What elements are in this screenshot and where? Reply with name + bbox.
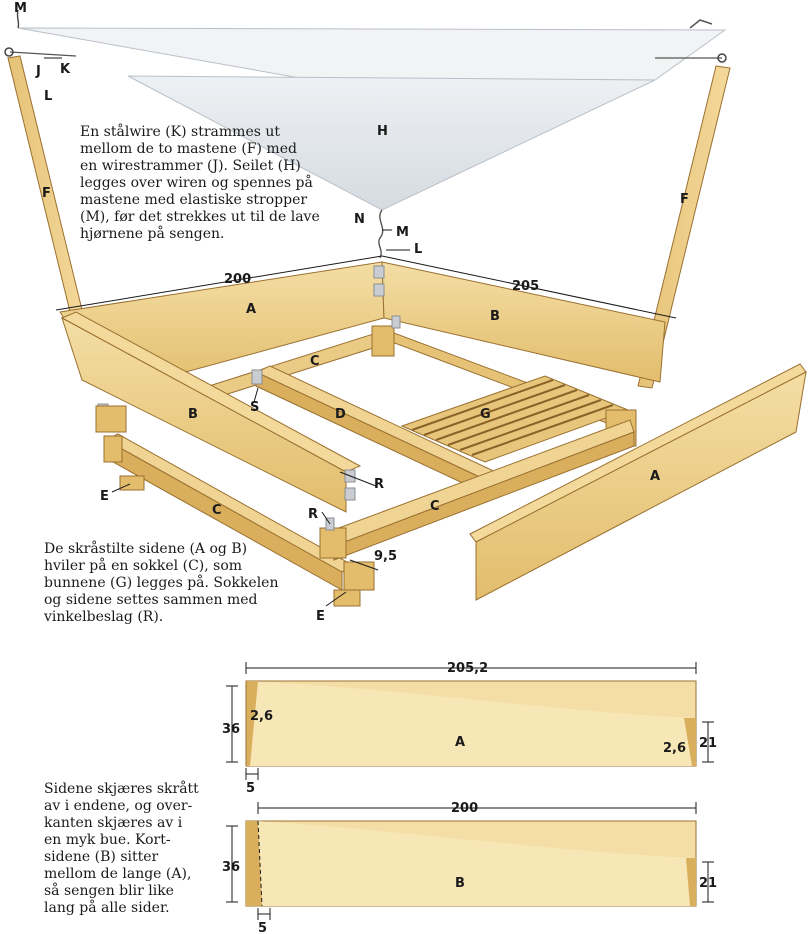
label-l-mid: L (414, 242, 422, 257)
label-f-right: F (680, 192, 689, 207)
label-r-right: R (374, 477, 384, 492)
note-frame-assembly: De skråstilte sidene (A og B) hviler på … (44, 541, 279, 625)
dim-b-height: 36 (222, 860, 240, 875)
dim-b-end-height: 21 (699, 876, 717, 891)
label-h: H (377, 124, 388, 139)
dim-foot-width: 9,5 (374, 549, 397, 564)
label-j: J (35, 64, 41, 79)
label-f-left: F (42, 186, 51, 201)
label-a-front: A (650, 469, 660, 484)
label-k: K (60, 62, 71, 77)
cut-panel-b-dimensions (226, 802, 714, 920)
label-a-back: A (246, 302, 256, 317)
cut-panel-a (245, 680, 697, 767)
dim-b-length: 200 (451, 801, 478, 816)
cut-panel-a-dimensions (226, 662, 714, 780)
label-d: D (335, 407, 346, 422)
dim-back-long: 200 (224, 272, 251, 287)
dim-b-offset: 5 (258, 921, 267, 934)
label-c-left: C (212, 503, 222, 518)
sail-h (17, 19, 727, 211)
label-r-front: R (308, 507, 318, 522)
dimension-lines (44, 57, 677, 607)
dim-a-offset: 5 (246, 781, 255, 796)
label-panel-b: B (455, 876, 465, 891)
label-l-left: L (44, 89, 52, 104)
side-panel-b-back (373, 261, 666, 383)
side-panel-b-front (60, 311, 401, 513)
dim-back-short: 205 (512, 279, 539, 294)
cut-panel-b (245, 820, 697, 907)
dim-a-height: 36 (222, 722, 240, 737)
side-panel-a-front (469, 363, 807, 601)
label-m-mid: M (396, 225, 409, 240)
label-e-left: E (100, 489, 109, 504)
note-cutting: Sidene skjæres skrått av i endene, og ov… (44, 781, 199, 916)
label-s: S (250, 400, 259, 415)
label-n: N (354, 212, 365, 227)
label-c-front: C (430, 499, 440, 514)
dim-a-length: 205,2 (447, 661, 488, 676)
note-wire-sail: En stålwire (K) strammes ut mellom de to… (80, 124, 320, 242)
steel-wire-k (4, 47, 727, 63)
dim-a-angle-left: 2,6 (250, 709, 273, 724)
label-b-front: B (188, 407, 198, 422)
dim-a-end-height: 21 (699, 736, 717, 751)
label-c-back: C (310, 354, 320, 369)
label-panel-a: A (455, 735, 465, 750)
label-e-front: E (316, 609, 325, 624)
label-g: G (480, 407, 491, 422)
base-front-c (319, 419, 635, 607)
elastic-strap-m (16, 9, 384, 259)
label-m-top: M (14, 1, 27, 16)
label-b-back: B (490, 309, 500, 324)
dim-a-angle-right: 2,6 (663, 741, 686, 756)
